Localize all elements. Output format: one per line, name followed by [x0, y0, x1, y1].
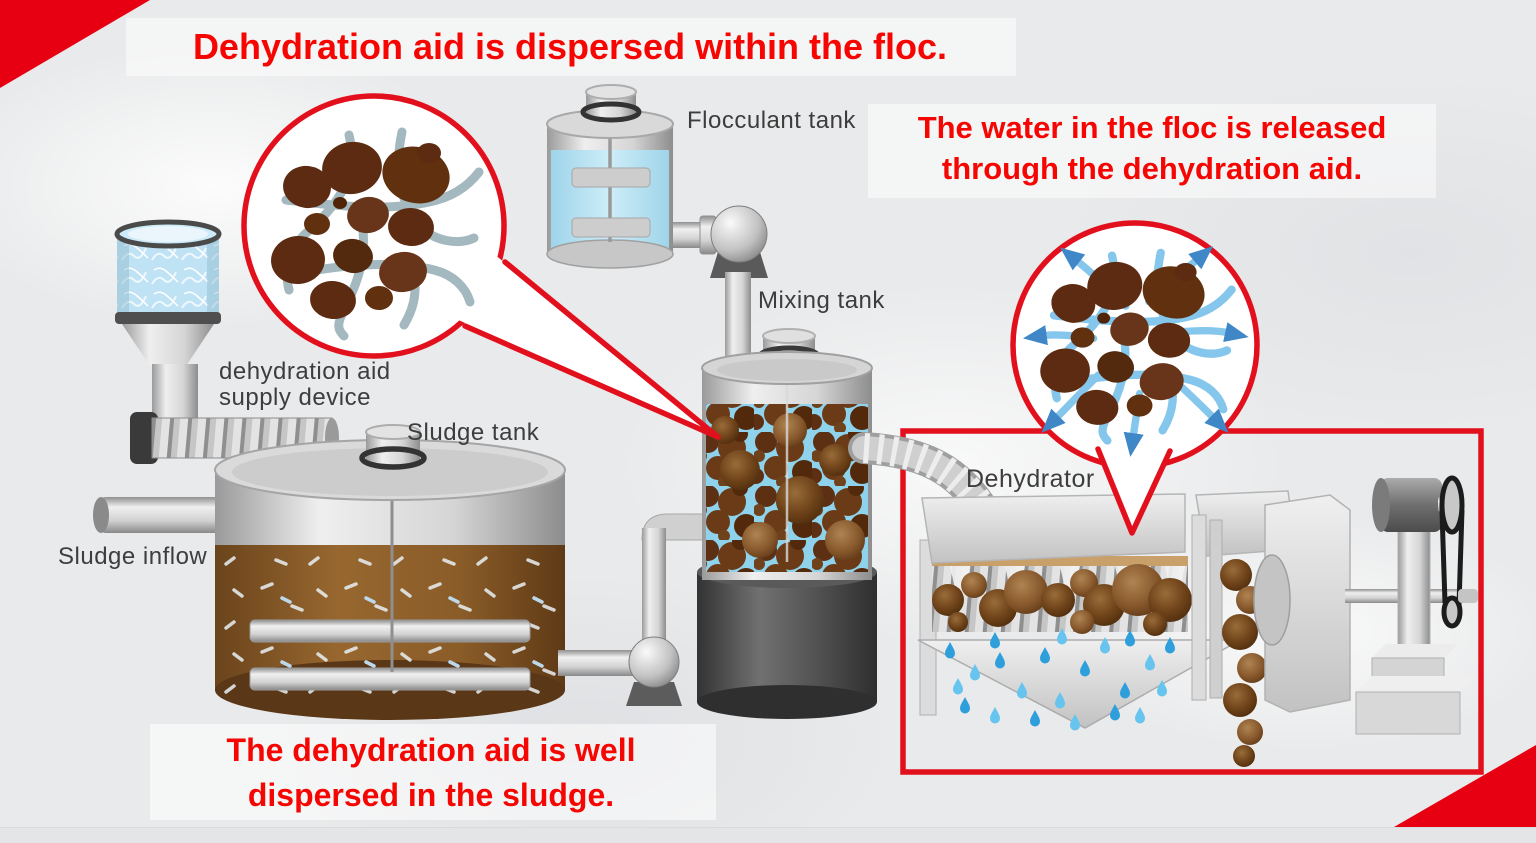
end-plate — [1191, 514, 1207, 701]
stirrer-paddle — [571, 217, 651, 238]
stirrer-paddle — [571, 167, 651, 188]
annotation-well-dispersed: The dehydration aid is well dispersed in… — [148, 728, 714, 819]
red-corner-triangle-top-left — [0, 0, 150, 88]
title-backdrop — [126, 18, 1016, 76]
water-release-callout — [1010, 220, 1260, 536]
port-oring — [359, 446, 427, 470]
mixing-tank-base — [697, 572, 877, 702]
riser-pipe — [642, 528, 666, 652]
bottom-strip — [0, 827, 1536, 843]
stirrer-paddle — [249, 619, 531, 643]
label-sludge-tank: Sludge tank — [407, 419, 540, 446]
dehydrator-cover — [921, 493, 1186, 564]
end-housing — [1264, 494, 1351, 713]
annotation-line: The water in the floc is released — [917, 110, 1387, 145]
label-line: dehydration aid — [219, 358, 391, 385]
label-sludge-inflow: Sludge inflow — [58, 543, 208, 570]
floc-cluster-releasing — [1022, 246, 1249, 457]
sludge-inflow-pipe — [98, 497, 222, 533]
sludge-balls — [932, 564, 1192, 636]
mixing-feed-pipe — [725, 272, 751, 368]
ball-valve — [628, 636, 680, 688]
label-supply-device: dehydration aid supply device — [219, 359, 391, 411]
callout-pointer — [1095, 446, 1173, 536]
screw-conveyor-cap — [130, 412, 158, 464]
stand-plinth-lower — [1355, 691, 1461, 735]
label-mixing-tank: Mixing tank — [758, 287, 885, 314]
annotation-line: dispersed in the sludge. — [247, 777, 615, 814]
sludge-tank — [93, 424, 723, 720]
label-line: supply device — [219, 383, 371, 411]
red-corner-triangle-bottom-right — [1394, 745, 1536, 827]
stirrer-paddle — [249, 667, 531, 691]
label-flocculant-tank: Flocculant tank — [687, 107, 856, 134]
aid-funnel — [122, 324, 214, 366]
port-oring — [580, 101, 642, 123]
dehydrator-machine — [917, 475, 1478, 767]
slide-title: Dehydration aid is dispersed within the … — [192, 26, 948, 67]
ball-valve — [710, 205, 768, 263]
label-dehydrator: Dehydrator — [966, 465, 1095, 493]
annotation-line: through the dehydration aid. — [941, 150, 1363, 186]
note-bottom-backdrop — [150, 724, 716, 820]
annotation-line: The dehydration aid is well — [226, 732, 636, 768]
floc-callout — [241, 93, 721, 440]
mixing-tank — [697, 328, 877, 719]
dewatered-sludge-output — [1220, 559, 1267, 767]
motor — [1380, 478, 1442, 532]
flocculant-tank — [546, 84, 768, 368]
belt-drive — [1439, 475, 1478, 629]
callout-pointer — [462, 259, 721, 440]
note-right-backdrop — [868, 104, 1436, 198]
annotation-water-released: The water in the floc is released throug… — [868, 108, 1436, 190]
